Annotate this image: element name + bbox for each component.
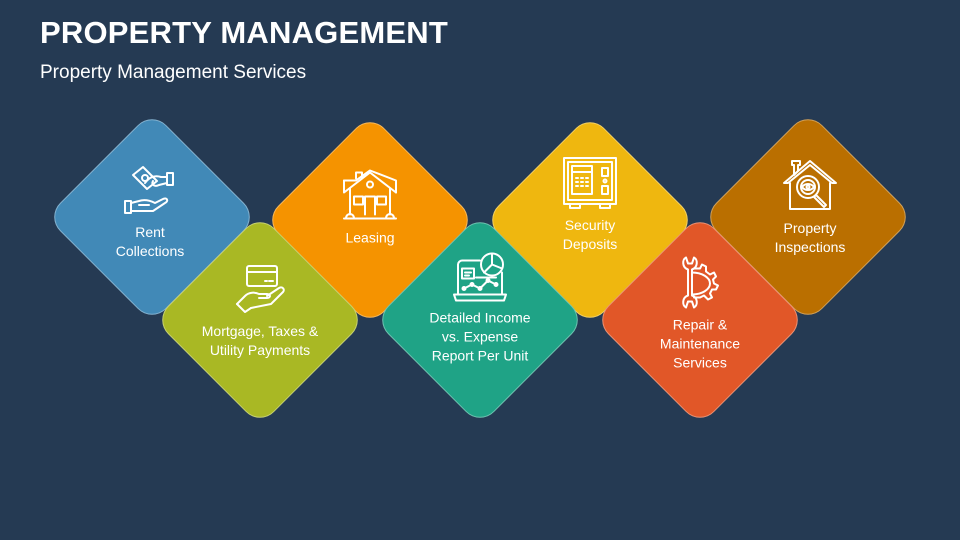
laptop-chart-icon: [453, 252, 507, 302]
slide-title: PROPERTY MANAGEMENT: [40, 15, 448, 50]
hand-card-icon: [236, 265, 285, 313]
label-inspections: Property Inspections: [774, 220, 846, 255]
service-income: Detailed Income vs. Expense Report Per U…: [400, 251, 560, 366]
label-income: Detailed Income vs. Expense Report Per U…: [429, 309, 531, 364]
safe-icon: [563, 157, 617, 209]
service-security: Security Deposits: [510, 156, 670, 254]
service-inspections: Property Inspections: [730, 157, 890, 257]
wrench-gear-icon: [682, 256, 719, 309]
house-icon: [343, 169, 397, 220]
hands-money-icon: [124, 166, 174, 214]
service-repair: Repair & Maintenance Services: [620, 256, 780, 373]
slide-subtitle: Property Management Services: [40, 62, 307, 83]
service-mortgage: Mortgage, Taxes & Utility Payments: [180, 264, 340, 360]
label-leasing: Leasing: [345, 229, 395, 246]
label-repair: Repair & Maintenance Services: [659, 316, 741, 371]
label-mortgage: Mortgage, Taxes & Utility Payments: [201, 323, 319, 358]
service-leasing: Leasing: [290, 169, 450, 248]
label-security: Security Deposits: [562, 217, 618, 252]
label-rent: Rent Collections: [115, 224, 185, 259]
service-rent: Rent Collections: [70, 163, 230, 261]
house-magnifier-icon: [783, 160, 837, 210]
